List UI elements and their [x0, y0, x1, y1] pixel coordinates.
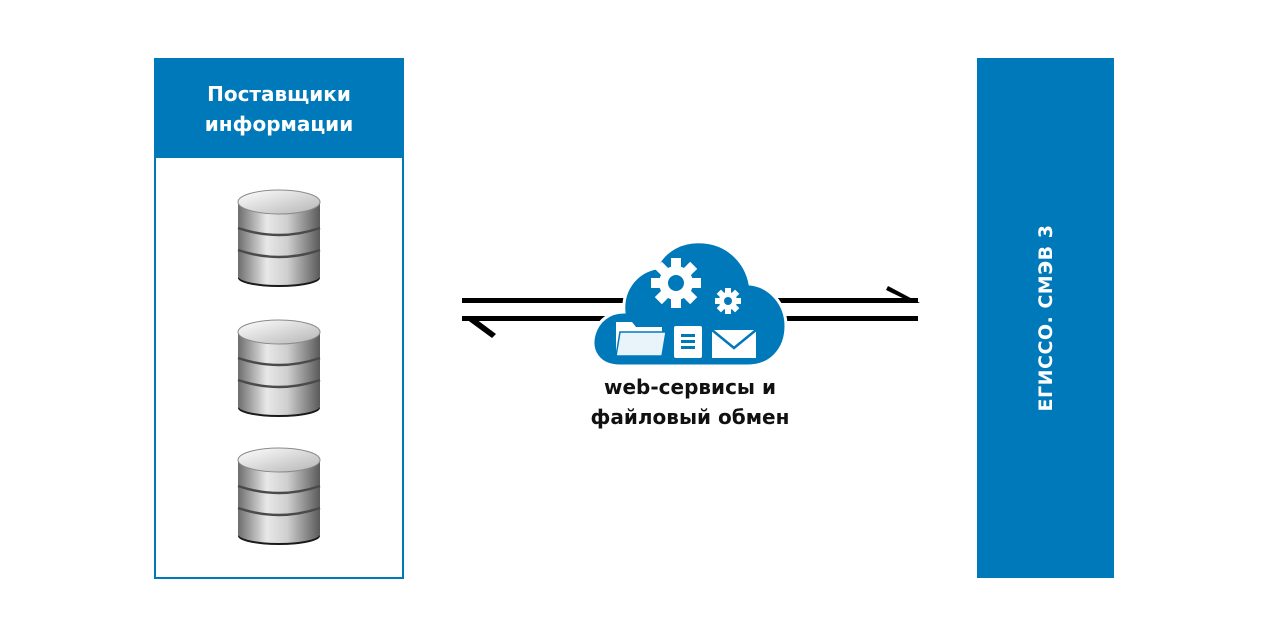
- database-icon: [237, 189, 321, 287]
- gear-icon: [651, 258, 701, 308]
- providers-title: Поставщики информации: [156, 60, 402, 158]
- system-title: ЕГИССО. СМЭВ 3: [1034, 224, 1057, 412]
- document-icon: [674, 326, 702, 358]
- egisso-smev-panel: ЕГИССО. СМЭВ 3: [977, 58, 1114, 578]
- information-providers-panel: Поставщики информации: [154, 58, 404, 579]
- cloud-icon: [591, 240, 788, 368]
- exchange-caption: web-сервисы и файловый обмен: [590, 375, 790, 429]
- gear-small-icon: [715, 288, 741, 314]
- folder-icon: [615, 322, 667, 357]
- database-icon: [237, 319, 321, 417]
- database-icon: [237, 447, 321, 545]
- envelope-icon: [711, 329, 757, 358]
